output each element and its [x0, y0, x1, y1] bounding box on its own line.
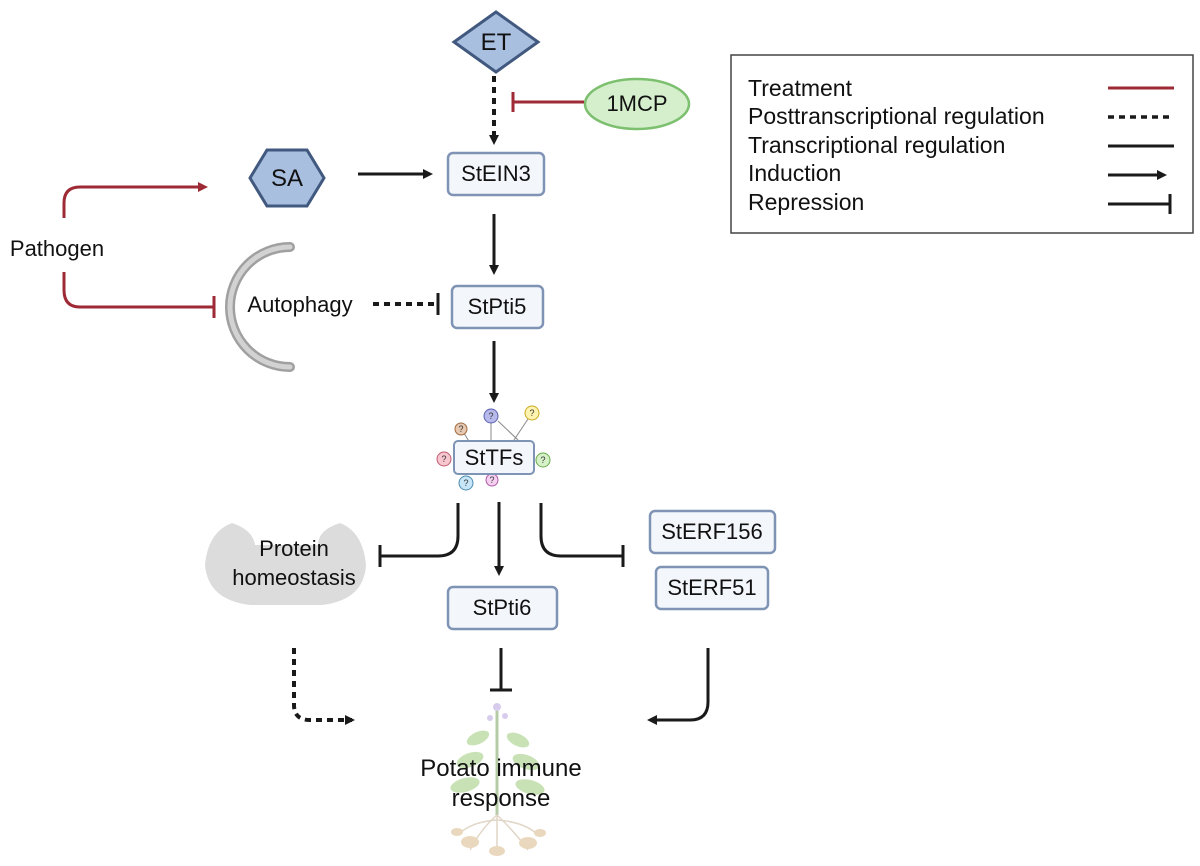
- stpti6-repression-edge: [490, 648, 512, 692]
- et-node: ET: [451, 10, 541, 74]
- sttfs-to-protein-repression-edge: [378, 503, 460, 567]
- pathogen-label: Pathogen: [10, 236, 104, 261]
- autophagy-repression-edge: [373, 293, 440, 315]
- pathogen-induction-edge: [62, 182, 208, 218]
- legend-item-induction: Induction: [748, 160, 841, 186]
- protein-homeostasis-node: Protein homeostasis: [205, 523, 366, 605]
- potato-plant-icon: [450, 703, 546, 856]
- stein3-label: StEIN3: [461, 161, 531, 186]
- protein-to-response-edge: [292, 648, 355, 725]
- stpti5-node: StPti5: [450, 284, 545, 330]
- sterfs-to-response-edge: [647, 648, 710, 725]
- stein3-node: StEIN3: [446, 151, 546, 197]
- mcp-repression-edge: [511, 92, 584, 112]
- stpti6-label: StPti6: [473, 595, 532, 620]
- mcp-node: 1MCP: [583, 77, 691, 131]
- sterf51-node: StERF51: [654, 565, 770, 611]
- sterf156-node: StERF156: [648, 509, 777, 555]
- protein-label-line2: homeostasis: [232, 565, 356, 590]
- tf-partner-marker: ?: [458, 475, 474, 491]
- et-label: ET: [481, 29, 512, 56]
- autophagy-node: Autophagy: [225, 242, 353, 372]
- tf-partner-marker: ?: [485, 473, 499, 487]
- stpti6-node: StPti6: [446, 585, 559, 631]
- legend-swatch-bar: [1108, 194, 1172, 214]
- autophagy-label: Autophagy: [247, 292, 352, 317]
- svg-text:?: ?: [489, 475, 494, 485]
- tf-partner-marker: ?: [524, 405, 540, 421]
- tf-partner-marker: ?: [483, 408, 499, 424]
- pathogen-repression-edge: [62, 272, 216, 318]
- svg-text:?: ?: [441, 454, 446, 464]
- svg-text:?: ?: [540, 455, 545, 465]
- proteasome-shape: [205, 523, 366, 605]
- legend-item-transcriptional: Transcriptional regulation: [748, 132, 1005, 158]
- sttfs-label: StTFs: [465, 445, 524, 470]
- legend-item-posttranscriptional: Posttranscriptional regulation: [748, 103, 1045, 129]
- sa-label: SA: [271, 165, 303, 192]
- svg-text:?: ?: [463, 478, 468, 488]
- sterf156-label: StERF156: [661, 519, 763, 544]
- tf-partner-marker: ?: [535, 452, 551, 468]
- legend: Treatment Posttranscriptional regulation…: [730, 54, 1194, 234]
- tf-partner-marker: ?: [436, 451, 452, 467]
- sttfs-to-sterfs-repression-edge: [539, 503, 625, 567]
- sterf51-label: StERF51: [667, 575, 756, 600]
- svg-text:?: ?: [529, 408, 534, 418]
- svg-text:?: ?: [458, 424, 463, 434]
- svg-text:?: ?: [488, 411, 493, 421]
- stpti5-label: StPti5: [468, 294, 527, 319]
- sttfs-node: ? ? ? ? ? ? ? StTFs: [436, 405, 551, 491]
- protein-label-line1: Protein: [259, 536, 329, 561]
- legend-item-repression: Repression: [748, 189, 864, 215]
- sa-node: SA: [248, 148, 326, 208]
- mcp-label: 1MCP: [606, 91, 667, 116]
- legend-item-treatment: Treatment: [748, 75, 853, 101]
- response-label-line1: Potato immune: [420, 755, 581, 782]
- response-label-line2: response: [452, 785, 551, 812]
- tf-partner-marker: ?: [454, 422, 468, 436]
